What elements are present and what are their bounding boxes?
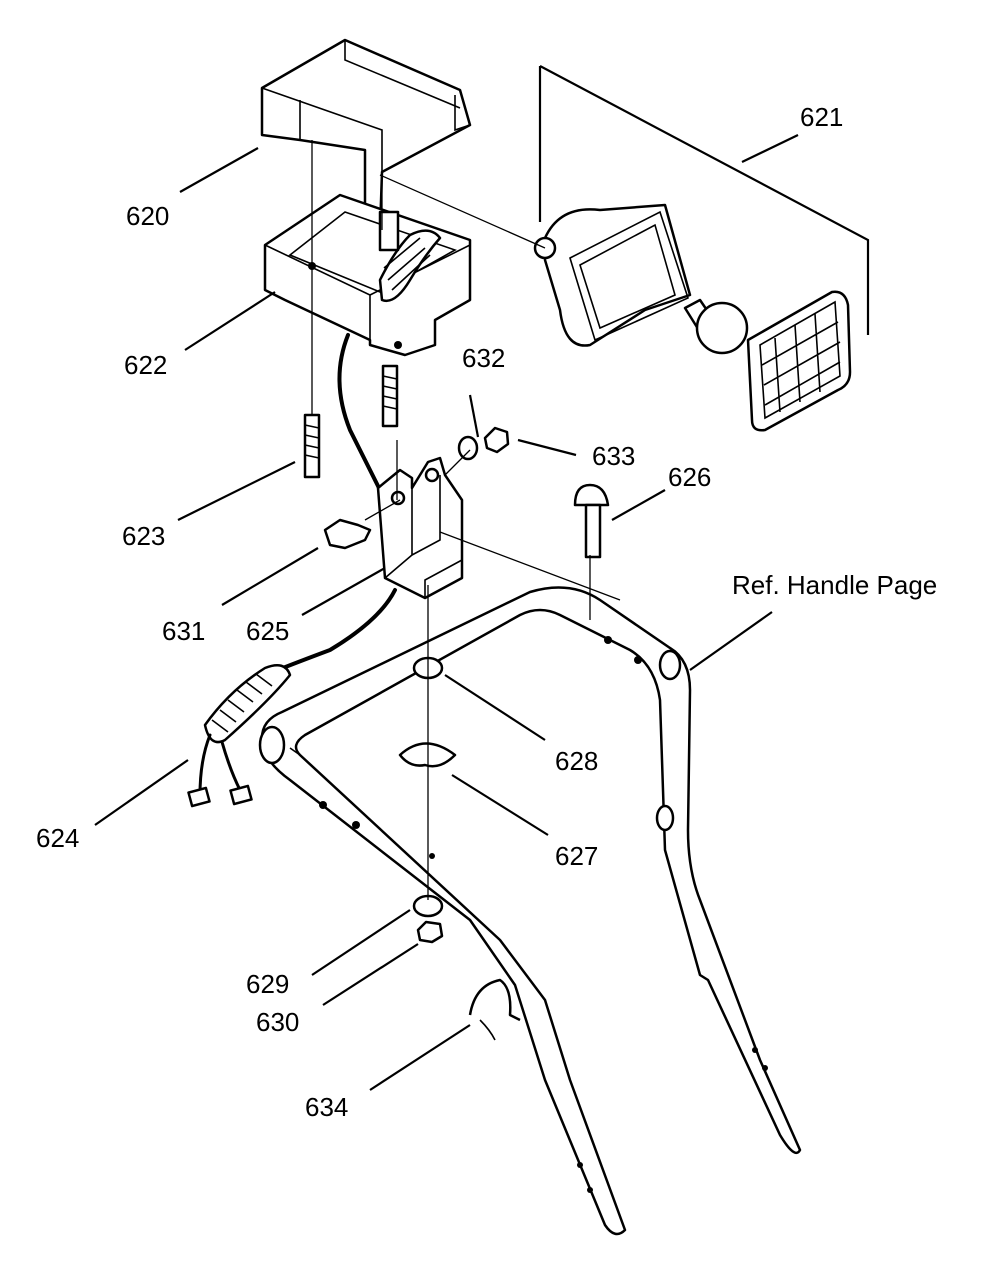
callout-622: 622 <box>124 350 167 380</box>
mounting-bracket <box>376 456 464 600</box>
callout-633: 633 <box>592 441 635 471</box>
callout-625: 625 <box>246 616 289 646</box>
callout-634: 634 <box>305 1092 348 1122</box>
callout-labels: 620 621 622 623 624 625 626 627 628 629 … <box>36 102 937 1122</box>
reference-note: Ref. Handle Page <box>732 570 937 600</box>
fasteners <box>303 364 610 1041</box>
assembly-lines <box>311 140 621 900</box>
lamp-housing <box>263 193 472 357</box>
callout-630: 630 <box>256 1007 299 1037</box>
callout-626: 626 <box>668 462 711 492</box>
callout-629: 629 <box>246 969 289 999</box>
wire-harness <box>187 333 397 808</box>
callout-627: 627 <box>555 841 598 871</box>
callout-623: 623 <box>122 521 165 551</box>
callout-631: 631 <box>162 616 205 646</box>
handle-frame <box>258 586 802 1236</box>
leader-lines <box>94 134 799 1091</box>
headlight-assembly <box>533 65 870 432</box>
callout-628: 628 <box>555 746 598 776</box>
callout-620: 620 <box>126 201 169 231</box>
callout-632: 632 <box>462 343 505 373</box>
callout-621: 621 <box>800 102 843 132</box>
callout-624: 624 <box>36 823 79 853</box>
